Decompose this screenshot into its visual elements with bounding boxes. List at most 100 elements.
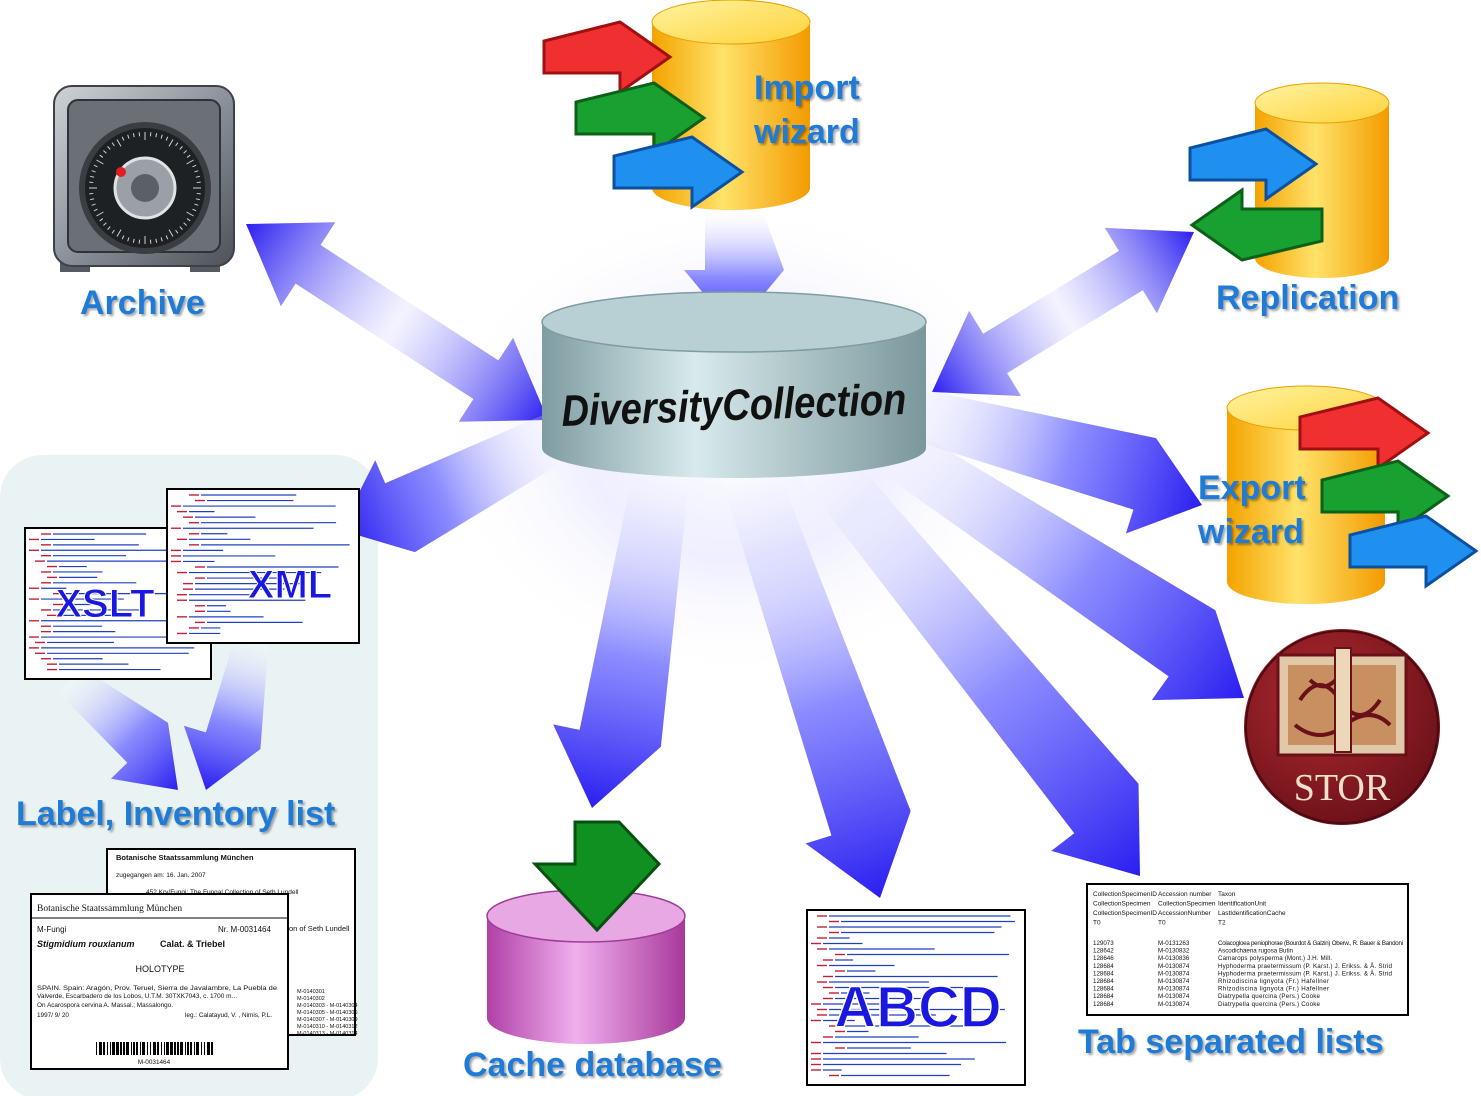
- dial-tick: [99, 154, 104, 158]
- dial-tick: [195, 198, 200, 201]
- front-locality: Valverde, Escarbadero de los Lobos, U.T.…: [37, 993, 237, 1000]
- back-line: on of Seth Lundell: [289, 924, 350, 933]
- dial-tick: [175, 142, 179, 147]
- dial-tick: [160, 134, 163, 139]
- dial-tick: [186, 154, 191, 158]
- import-wizard-label-line2: wizard: [754, 113, 860, 151]
- arrow-center-to-jstor: [865, 418, 1244, 701]
- barcode-bar: [201, 1042, 202, 1055]
- barcode-bar: [120, 1042, 122, 1055]
- dial-tick: [111, 142, 115, 147]
- tab-row-cell: M-0130874: [1158, 986, 1190, 993]
- barcode-bar: [103, 1042, 105, 1055]
- tab-row-cell: 128684: [1093, 963, 1114, 970]
- barcode-bar: [177, 1042, 179, 1055]
- tab-row-cell: 128684: [1093, 970, 1114, 977]
- arrow-xml-to-label: [183, 635, 269, 790]
- tab-header-cell: IdentificationUnit: [1218, 901, 1266, 908]
- tab-row-cell: 128646: [1093, 955, 1114, 962]
- dial-tick: [90, 198, 95, 201]
- back-number: M-0140302: [297, 996, 325, 1002]
- barcode-bar: [194, 1042, 195, 1055]
- replication-label: Replication: [1216, 279, 1400, 317]
- dial-tick: [116, 229, 122, 237]
- dial-tick: [165, 235, 169, 240]
- dial-tick: [121, 235, 125, 240]
- tab-header-cell: AccessionNumber: [1158, 910, 1212, 917]
- arrow-center-to-cache: [553, 464, 690, 808]
- front-collector: leg.: Calatayud, V. , Nimis, P.L.: [185, 1012, 272, 1019]
- archive-label: Archive: [80, 284, 205, 322]
- green-export-arrow: [1320, 459, 1451, 534]
- front-locality: SPAIN. Spain: Aragón, Prov. Teruel, Sier…: [37, 985, 278, 992]
- back-number: M-0140305 - M-0140306: [297, 1010, 358, 1016]
- tab-row-cell: M-0130874: [1158, 993, 1190, 1000]
- tab-header-cell: Accession number: [1158, 891, 1212, 898]
- tab-row-cell: M-0130836: [1158, 955, 1190, 962]
- barcode-icon: [96, 1042, 213, 1055]
- dial-tick: [91, 170, 96, 173]
- cyan-import-arrow: [612, 135, 745, 210]
- dial-tick: [103, 222, 107, 226]
- tab-header-cell: CollectionSpecimenID: [1093, 891, 1157, 898]
- cache-database-label: Cache database: [463, 1046, 722, 1084]
- back-line: 452 Kry/Fungi: The Fungal Collection of …: [146, 889, 299, 896]
- barcode-bar: [131, 1042, 132, 1055]
- back-number: M-0140310 - M-0140312: [297, 1024, 358, 1030]
- dial-tick: [165, 136, 169, 141]
- dial-tick: [168, 139, 174, 147]
- back-number: M-0140307 - M-0140309: [297, 1017, 358, 1023]
- red-export-arrow: [1298, 396, 1431, 471]
- barcode-bar: [166, 1042, 169, 1055]
- dial-tick: [183, 150, 187, 154]
- barcode-number: M-0031464: [138, 1059, 171, 1066]
- dial-tick: [127, 134, 130, 139]
- dial-tick: [192, 208, 197, 212]
- back-number: M-0140313 - M-0140314: [297, 1031, 358, 1037]
- barcode-bar: [147, 1042, 148, 1055]
- label-inventory-label: Label, Inventory list: [16, 795, 336, 833]
- dial-tick: [132, 238, 135, 243]
- barcode-bar: [96, 1042, 97, 1055]
- small-arrows-layer: [531, 20, 1479, 933]
- tab-header-cell: CollectionSpecimenID: [1093, 910, 1157, 917]
- tab-row-cell: M-0130874: [1158, 1001, 1190, 1008]
- front-host: On Acarospora cervina A. Massal.; Massal…: [37, 1002, 173, 1009]
- barcode-bar: [123, 1042, 125, 1055]
- tab-row-cell: M-0130874: [1158, 978, 1190, 985]
- arrow-center-to-abcd: [721, 461, 911, 898]
- abcd-label: ABCD: [834, 975, 1002, 1040]
- tab-row-cell: M-0130832: [1158, 948, 1190, 955]
- tab-header-cell: CollectionSpecimen: [1158, 901, 1216, 908]
- dial-tick: [186, 211, 194, 217]
- arrow-replication-center: [932, 227, 1194, 397]
- import-wizard-label-line1: Import: [754, 69, 860, 107]
- tab-row-cell: Ascodichaena rugosa Butin: [1218, 948, 1294, 955]
- barcode-bar: [136, 1042, 138, 1055]
- arrow-xslt-to-label: [57, 668, 178, 790]
- dial-tick: [121, 136, 125, 141]
- tab-header-cell: T0: [1093, 920, 1101, 927]
- tab-header-cell: Taxon: [1218, 891, 1236, 898]
- back-number: M-0140303 - M-0140304: [297, 1003, 358, 1009]
- barcode-bar: [140, 1042, 141, 1055]
- dial-tick: [179, 146, 183, 150]
- arrow-center-to-export: [892, 386, 1202, 534]
- barcode-bar: [133, 1042, 135, 1055]
- dial-tick: [107, 226, 111, 230]
- barcode-bar: [204, 1042, 205, 1055]
- front-number: Nr. M-0031464: [218, 925, 271, 934]
- center-label: DiversityCollection: [561, 375, 907, 436]
- barcode-bar: [196, 1042, 199, 1055]
- front-date: 1997/ 9/ 20: [37, 1012, 69, 1019]
- barcode-bar: [116, 1042, 119, 1055]
- back-number: M-0140301: [297, 989, 325, 995]
- tab-row-cell: Hyphoderma praetermissum (P. Karst.) J. …: [1218, 963, 1393, 970]
- tab-row-cell: Colacogloea peniophorae (Bourdot & Galzi…: [1218, 940, 1403, 947]
- diversitycollection-cylinder: [541, 291, 927, 478]
- dial-tick: [194, 170, 199, 173]
- barcode-bar: [157, 1042, 159, 1055]
- tab-row-cell: Diatrypella quercina (Pers.) Cooke: [1218, 993, 1321, 1000]
- barcode-bar: [211, 1042, 213, 1055]
